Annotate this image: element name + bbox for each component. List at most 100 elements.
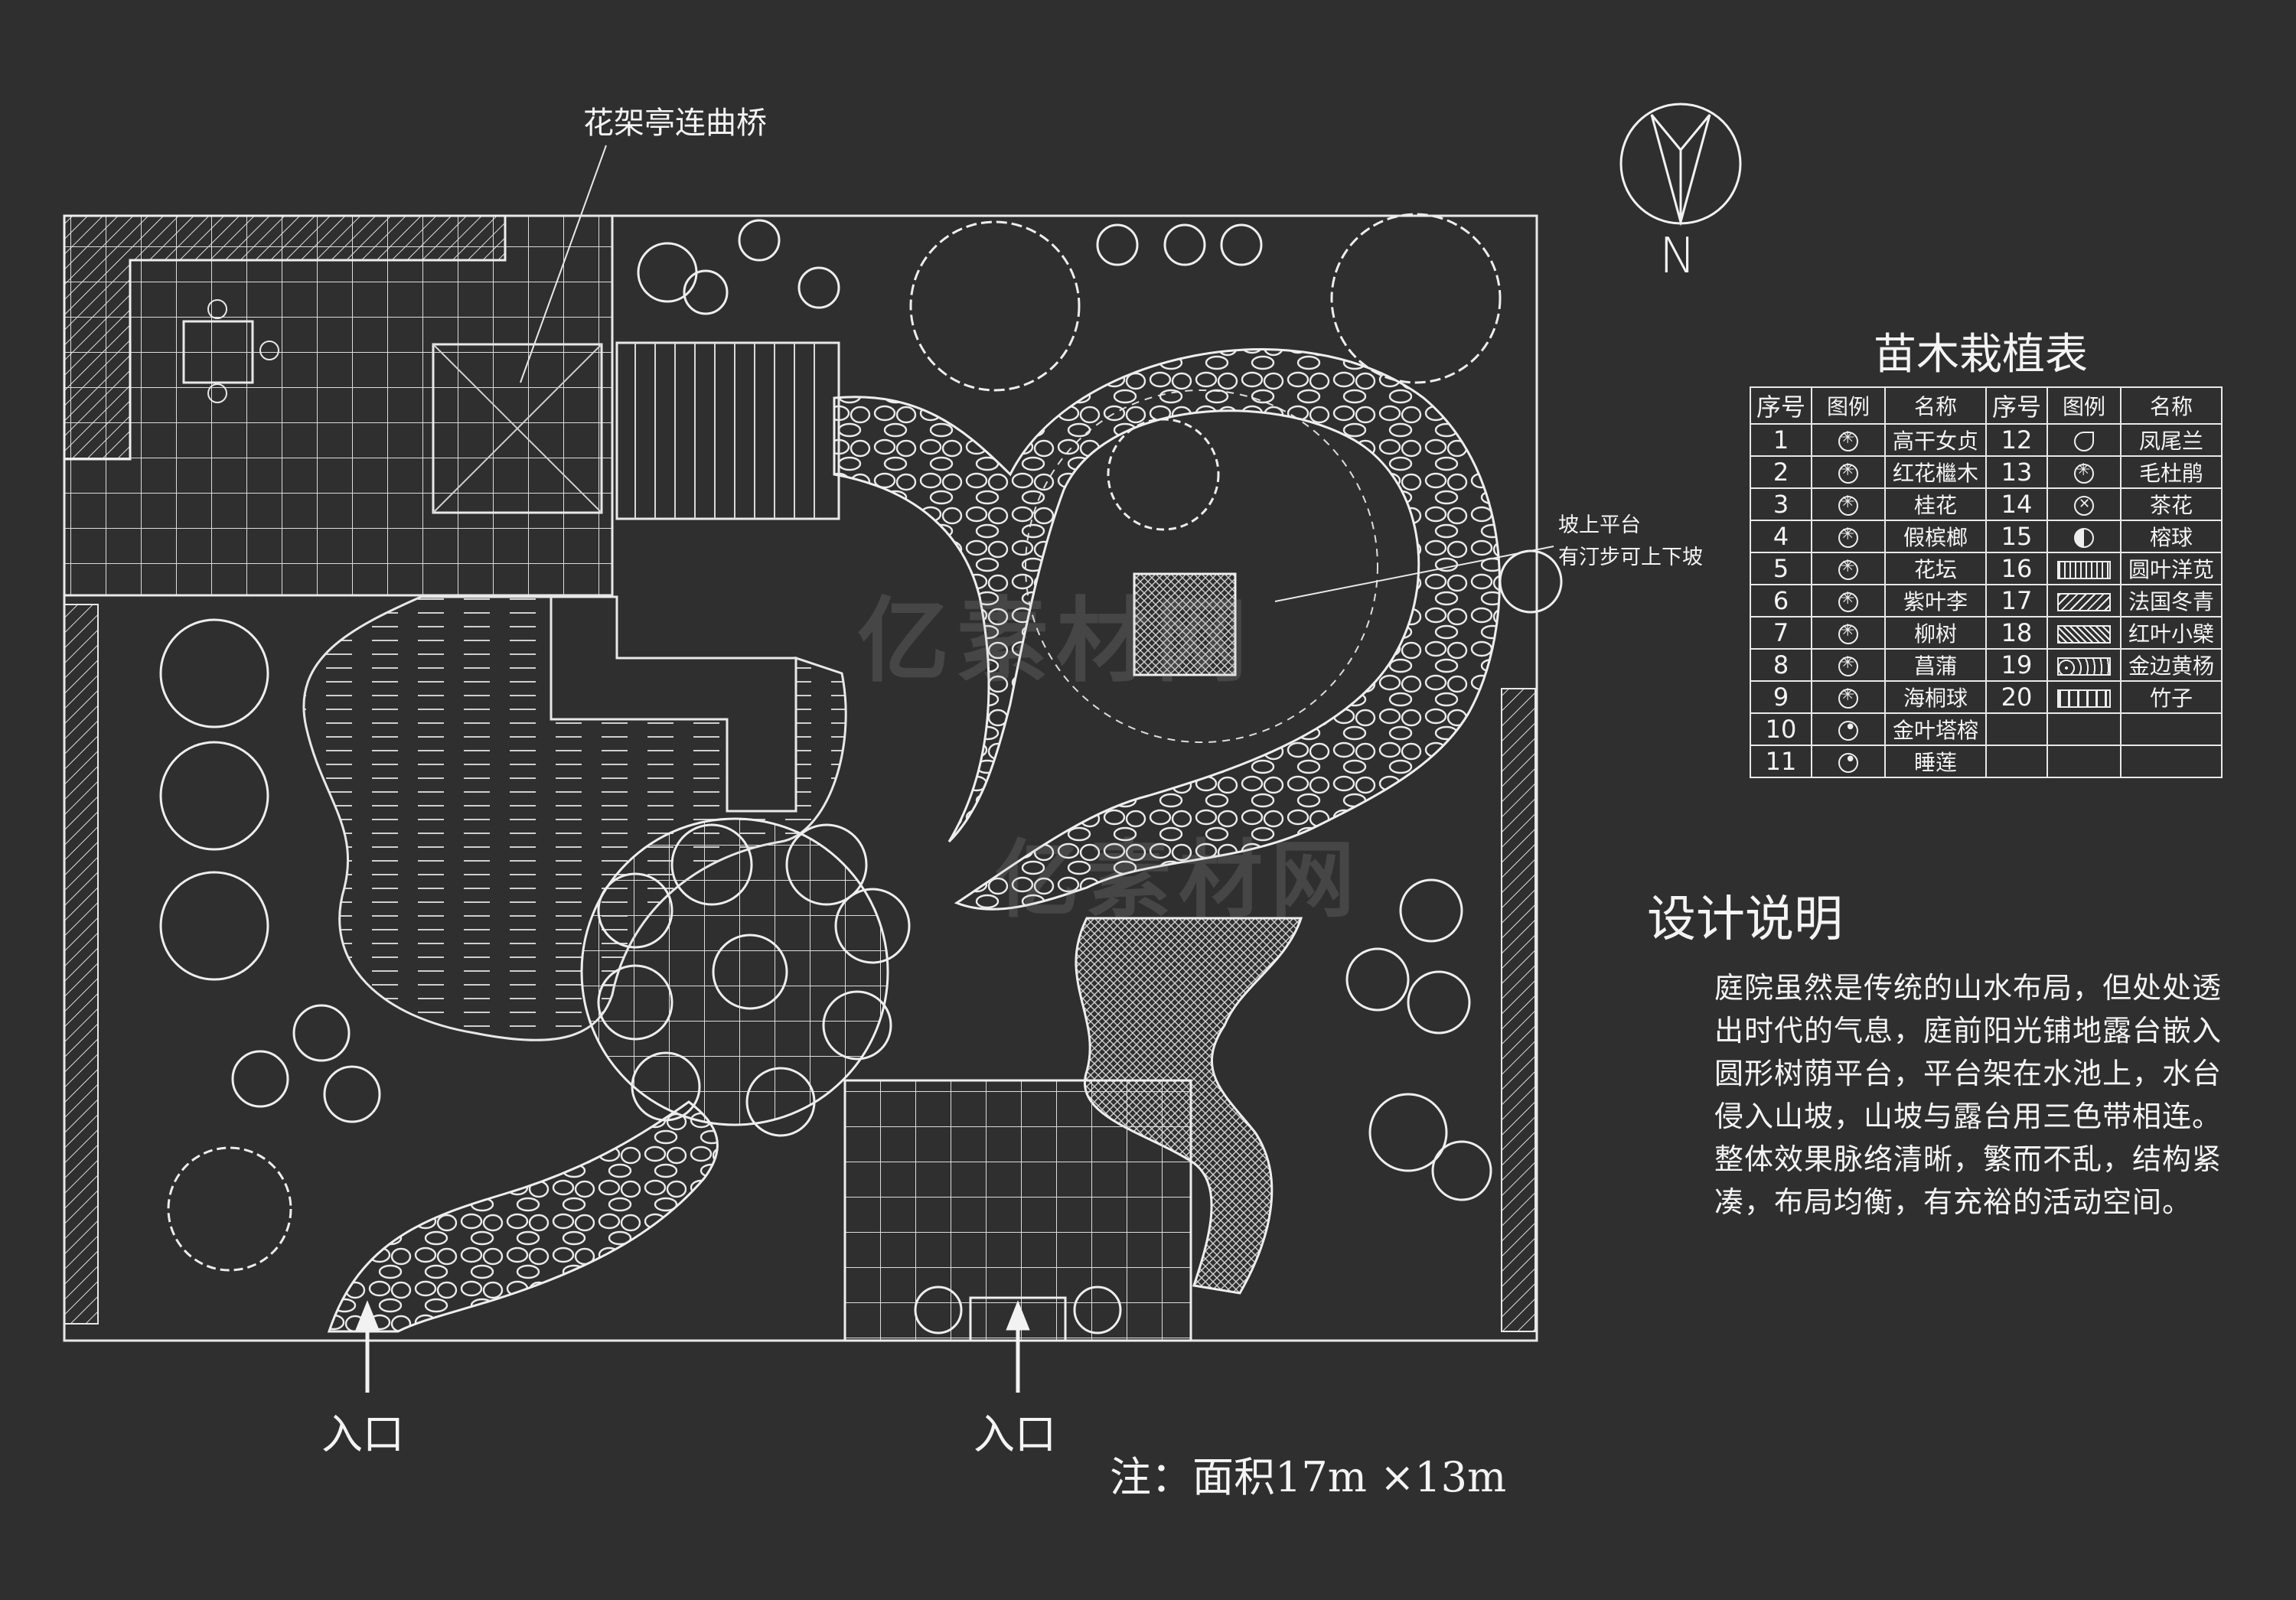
tree-symbol: [1107, 418, 1220, 531]
plant-symbol-icon: [1838, 557, 1858, 580]
row-symbol: [2047, 487, 2122, 521]
tree-symbol: [1368, 1093, 1448, 1172]
plant-table-row: 10 金叶塔榕: [1750, 712, 2223, 746]
row-name: 花坛: [1884, 552, 1987, 585]
row-symbol: [1811, 520, 1886, 553]
tree-symbol: [745, 1067, 816, 1137]
entry-arrow: [355, 1300, 380, 1393]
design-notes-body: 庭院虽然是传统的山水布局，但处处透出时代的气息，庭前阳光铺地露台嵌入圆形树荫平台…: [1714, 971, 2223, 1219]
tree-symbol: [1499, 549, 1563, 614]
tree-symbol: [785, 823, 868, 906]
watermark: 亿素材网: [995, 831, 1362, 929]
tree-symbol: [834, 888, 911, 964]
row-name: 凤尾兰: [2120, 423, 2223, 457]
row-no: [1985, 745, 2048, 778]
row-symbol: [2047, 423, 2122, 457]
tree-symbol: [159, 871, 269, 981]
plant-table: 序号 图例 名称 序号 图例 名称 1高干女贞12凤尾兰2红花檵木13毛杜鹃3桂…: [1750, 386, 2223, 778]
row-no: 10: [1750, 712, 1812, 746]
row-name: 毛杜鹃: [2120, 455, 2223, 489]
row-symbol: [1811, 552, 1886, 585]
flower-pavilion: [432, 343, 603, 514]
stone-path-ring: [833, 348, 1501, 911]
row-no: [1985, 712, 2048, 746]
plant-table-row: 3桂花14茶花: [1750, 487, 2223, 521]
plant-table-row: 6紫叶李17法国冬青: [1750, 584, 2223, 618]
plant-symbol-icon: [2057, 657, 2111, 676]
row-symbol: [1811, 455, 1886, 489]
plant-symbol-icon: [1838, 589, 1858, 612]
row-no: 15: [1985, 520, 2048, 553]
row-name: 红叶小檗: [2120, 616, 2223, 650]
tree-symbol: [1399, 878, 1463, 943]
design-notes-title: 设计说明: [1647, 891, 1843, 948]
plant-symbol-icon: [2057, 561, 2111, 579]
row-name: 法国冬青: [2120, 584, 2223, 618]
row-no: 13: [1985, 455, 2048, 489]
entry-arrow: [1006, 1300, 1030, 1393]
tree-symbol: [597, 964, 673, 1041]
row-name: 菖蒲: [1884, 648, 1987, 682]
plant-table-row: 8菖蒲19金边黄杨: [1750, 648, 2223, 682]
row-no: 4: [1750, 520, 1812, 553]
tree-symbol: [1096, 223, 1139, 266]
north-arrow-icon: [1619, 103, 1742, 226]
tree-symbol: [231, 1050, 289, 1108]
plant-symbol-icon: [2074, 496, 2094, 516]
row-symbol: [2047, 680, 2122, 714]
row-name: [2120, 745, 2223, 778]
slope-note-line-1: 坡上平台: [1558, 513, 1641, 537]
row-no: 6: [1750, 584, 1812, 618]
row-symbol: [2047, 745, 2122, 778]
tree-symbol: [167, 1146, 292, 1272]
row-name: 茶花: [2120, 487, 2223, 521]
slope-note-line-2: 有汀步可上下坡: [1558, 546, 1703, 569]
tree-symbol: [1345, 947, 1410, 1012]
row-name: 柳树: [1884, 616, 1987, 650]
tree-symbol: [822, 990, 892, 1061]
row-no: 2: [1750, 455, 1812, 489]
row-name: 假槟榔: [1884, 520, 1987, 553]
row-name: 金边黄杨: [2120, 648, 2223, 682]
tree-symbol: [909, 220, 1081, 392]
row-symbol: [1811, 712, 1886, 746]
row-no: 5: [1750, 552, 1812, 585]
plant-table-title: 苗木栽植表: [1874, 330, 2088, 380]
row-no: 3: [1750, 487, 1812, 521]
plant-symbol-icon: [1838, 716, 1858, 741]
tree-symbol: [1220, 223, 1263, 266]
row-name: 圆叶洋苋: [2120, 552, 2223, 585]
hill-square-platform: [1133, 572, 1237, 676]
tree-symbol: [1407, 970, 1471, 1035]
tree-symbol: [292, 1004, 351, 1062]
tree-symbol: [631, 1051, 701, 1122]
plant-symbol-icon: [1838, 653, 1858, 676]
row-symbol: [2047, 648, 2122, 682]
row-name: [2120, 712, 2223, 746]
row-symbol: [2047, 520, 2122, 553]
row-name: 桂花: [1884, 487, 1987, 521]
plant-symbol-icon: [2057, 625, 2111, 644]
plant-symbol-icon: [2074, 461, 2094, 484]
row-no: 18: [1985, 616, 2048, 650]
row-no: 9: [1750, 680, 1812, 714]
row-symbol: [1811, 487, 1886, 521]
row-symbol: [2047, 552, 2122, 585]
row-name: 榕球: [2120, 520, 2223, 553]
row-symbol: [2047, 455, 2122, 489]
plant-table-row: 1高干女贞12凤尾兰: [1750, 423, 2223, 457]
row-no: 19: [1985, 648, 2048, 682]
row-no: 16: [1985, 552, 2048, 585]
entry-label: 入口: [974, 1410, 1056, 1458]
tree-symbol: [1431, 1140, 1492, 1201]
tree-symbol: [683, 269, 729, 315]
row-no: 11: [1750, 745, 1812, 778]
plant-symbol-icon: [1838, 621, 1858, 644]
row-name: 金叶塔榕: [1884, 712, 1987, 746]
row-no: 12: [1985, 423, 2048, 457]
row-symbol: [2047, 712, 2122, 746]
bridge-label: 花架亭连曲桥: [583, 106, 767, 141]
row-name: 红花檵木: [1884, 455, 1987, 489]
